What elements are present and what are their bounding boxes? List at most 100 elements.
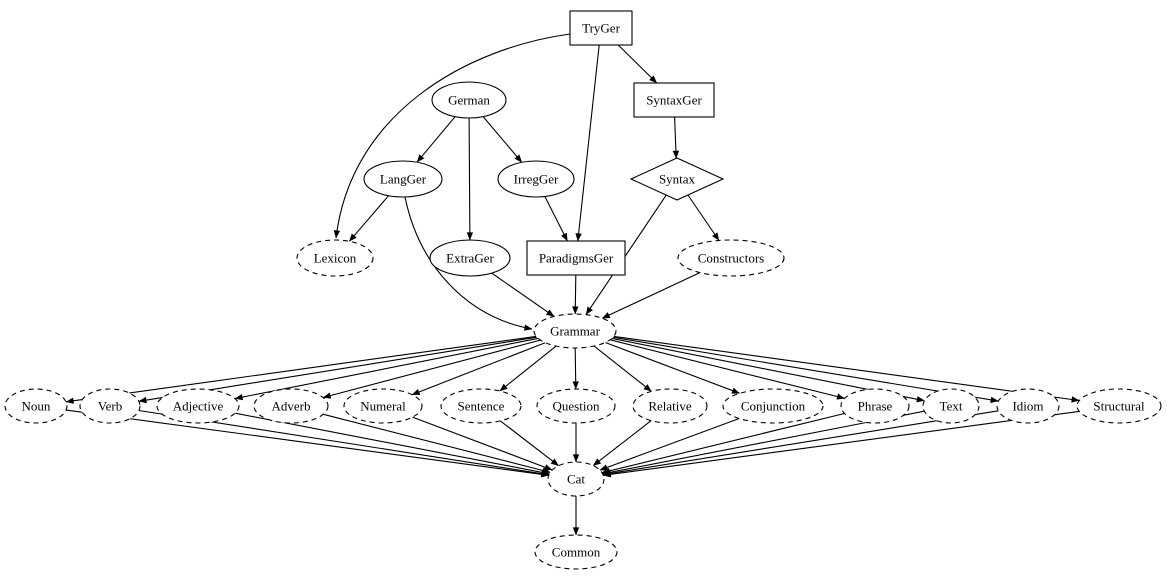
node-idiom: Idiom: [996, 388, 1060, 424]
edges-layer: [65, 33, 1080, 536]
dashed-ellipse-shape: [677, 239, 785, 277]
dashed-ellipse-shape: [343, 388, 423, 424]
node-label-langger: LangGer: [380, 172, 427, 187]
node-adjective: Adjective: [156, 388, 240, 424]
node-phrase: Phrase: [840, 388, 910, 424]
edge-irregger-paradigmsger: [544, 196, 568, 242]
edge-tryger-syntaxger: [617, 44, 658, 84]
dashed-ellipse-shape: [296, 239, 374, 277]
dashed-ellipse-shape: [632, 388, 708, 424]
dashed-ellipse-shape: [996, 388, 1060, 424]
dashed-ellipse-shape: [722, 388, 824, 424]
diamond-shape: [629, 157, 725, 201]
edge-grammar-structural: [613, 335, 1080, 403]
edge-conjunction-cat: [599, 417, 740, 471]
edge-tryger-paradigmsger: [575, 44, 600, 242]
dashed-ellipse-shape: [156, 388, 240, 424]
node-label-noun: Noun: [22, 399, 51, 414]
node-label-syntaxger: SyntaxGer: [646, 93, 702, 108]
edge-grammar-adjective: [234, 337, 539, 401]
edge-german-langger: [416, 116, 456, 163]
edge-grammar-phrase: [609, 339, 845, 400]
edge-paradigmsger-grammar: [572, 274, 579, 315]
node-label-adjective: Adjective: [173, 399, 224, 414]
node-paradigmsger: ParadigmsGer: [526, 240, 626, 276]
node-common: Common: [534, 534, 618, 570]
node-label-grammar: Grammar: [550, 324, 600, 339]
edge-numeral-cat: [412, 416, 553, 471]
edge-phrase-cat: [601, 412, 845, 475]
node-label-cat: Cat: [567, 472, 585, 487]
node-numeral: Numeral: [343, 388, 423, 424]
edge-german-irregger: [482, 116, 523, 163]
dashed-ellipse-shape: [922, 388, 980, 424]
edge-grammar-conjunction: [605, 341, 740, 394]
node-label-conjunction: Conjunction: [741, 399, 806, 414]
dashed-ellipse-shape: [534, 534, 618, 570]
node-langger: LangGer: [363, 160, 443, 198]
node-label-phrase: Phrase: [858, 399, 893, 414]
node-german: German: [431, 81, 507, 119]
node-label-adverb: Adverb: [272, 399, 311, 414]
node-structural: Structural: [1076, 388, 1162, 424]
edge-langger-grammar: [404, 196, 533, 331]
node-cat: Cat: [547, 461, 605, 497]
edge-syntaxger-syntax: [672, 116, 680, 159]
edge-grammar-adverb: [322, 339, 541, 399]
dashed-ellipse-shape: [4, 388, 68, 424]
edge-noun-cat: [66, 409, 550, 478]
node-grammar: Grammar: [533, 313, 617, 349]
edge-syntax-grammar: [585, 194, 667, 315]
rect-shape: [569, 10, 633, 46]
node-label-tryger: TryGer: [582, 21, 620, 36]
node-label-common: Common: [552, 545, 601, 560]
dashed-ellipse-shape: [547, 461, 605, 497]
ellipse-shape: [363, 160, 443, 198]
node-label-numeral: Numeral: [360, 399, 406, 414]
node-irregger: IrregGer: [497, 160, 575, 198]
dashed-ellipse-shape: [253, 388, 329, 424]
node-question: Question: [536, 388, 616, 424]
node-extrager: ExtraGer: [429, 239, 511, 277]
edge-grammar-question: [572, 347, 579, 390]
dashed-ellipse-shape: [840, 388, 910, 424]
dashed-ellipse-shape: [533, 313, 617, 349]
dashed-ellipse-shape: [536, 388, 616, 424]
edge-extrager-grammar: [491, 272, 555, 317]
edge-relative-cat: [592, 420, 652, 467]
node-label-text: Text: [940, 399, 963, 414]
node-label-question: Question: [553, 399, 600, 414]
edge-grammar-noun: [65, 335, 537, 404]
edge-german-extrager: [466, 117, 474, 241]
edge-grammar-relative: [593, 345, 652, 392]
node-label-extrager: ExtraGer: [446, 251, 494, 266]
ellipse-shape: [429, 239, 511, 277]
node-adverb: Adverb: [253, 388, 329, 424]
edge-sentence-cat: [500, 420, 559, 467]
ellipse-shape: [497, 160, 575, 198]
node-sentence: Sentence: [440, 388, 522, 424]
node-label-irregger: IrregGer: [514, 172, 559, 187]
node-verb: Verb: [79, 388, 141, 424]
edge-langger-lexicon: [348, 195, 390, 242]
edge-structural-cat: [602, 410, 1080, 478]
ellipse-shape: [431, 81, 507, 119]
dashed-ellipse-shape: [79, 388, 141, 424]
node-label-sentence: Sentence: [458, 399, 505, 414]
dashed-ellipse-shape: [440, 388, 522, 424]
node-label-german: German: [448, 93, 490, 108]
node-label-relative: Relative: [648, 399, 692, 414]
node-conjunction: Conjunction: [722, 388, 824, 424]
node-label-syntax: Syntax: [659, 172, 696, 187]
node-noun: Noun: [4, 388, 68, 424]
rect-shape: [526, 240, 626, 276]
edge-syntax-constructors: [687, 194, 720, 241]
node-lexicon: Lexicon: [296, 239, 374, 277]
node-tryger: TryGer: [569, 10, 633, 46]
node-label-paradigmsger: ParadigmsGer: [539, 251, 614, 266]
node-label-structural: Structural: [1093, 399, 1145, 414]
node-label-lexicon: Lexicon: [314, 251, 357, 266]
